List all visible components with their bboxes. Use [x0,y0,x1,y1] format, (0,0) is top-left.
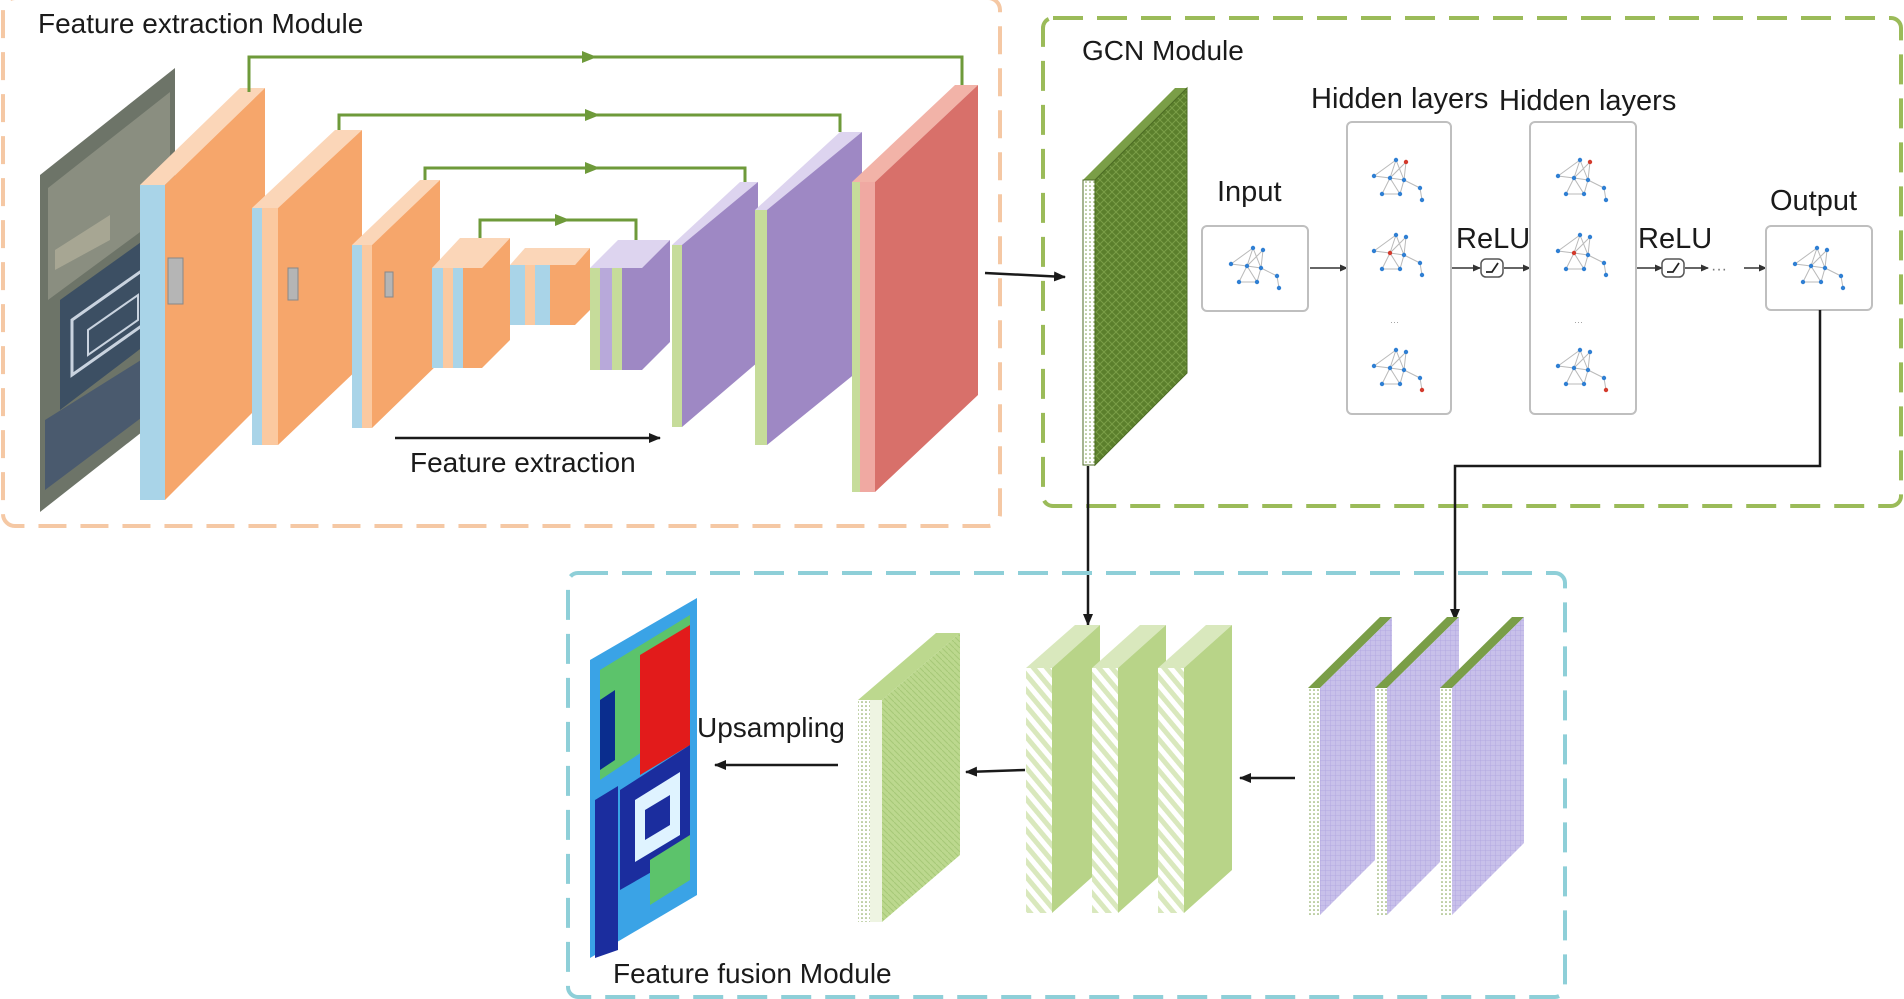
gcn-hidden-label-2: Hidden layers [1499,85,1676,117]
gcn-ellipsis: ··· [1711,261,1727,278]
gcn-feature-stack [1308,617,1524,915]
gcn-output-panel [1765,225,1873,311]
gcn-module: GCN Module Input Hidden layers Hidden la… [1041,16,1903,508]
feature-fusion-title: Feature fusion Module [613,958,892,989]
cnn-feature-stack [1026,625,1232,913]
encoder-block-3 [352,180,440,428]
hidden-ellipsis-1: ··· [1390,317,1399,327]
gcn-feature-map [1082,86,1188,467]
hidden-ellipsis-2: ··· [1574,317,1583,327]
gcn-relu-label-1: ReLU [1456,223,1530,255]
output-to-fusion-arrow [1450,310,1822,621]
feature-extraction-border [1,0,1002,528]
graph-network-icon [1555,347,1609,393]
graph-network-icon [1371,232,1425,278]
upsampling-label: Upsampling [697,712,845,743]
graph-network-icon [1228,245,1282,291]
feature-extraction-label: Feature extraction [410,447,636,478]
gcn-input-panel [1201,225,1309,312]
fused-feature-layer [858,633,960,922]
encoder-block-2 [252,130,362,445]
decoder-block-3 [755,132,862,445]
graph-network-icon [1792,245,1846,291]
relu-activation-icon [1661,258,1685,278]
decoder-block-1 [590,240,670,370]
encoder-block-1 [140,88,265,500]
concat-to-fused-arrow [965,766,1026,777]
feature-extraction-title: Feature extraction Module [38,8,363,39]
feature-extraction-module: Feature extraction Module [1,0,1002,528]
graph-network-icon [1555,157,1609,203]
feature-fusion-border [566,571,1567,999]
encoder-output-block [852,85,978,492]
decoder-block-2 [672,182,758,427]
encoder-block-4 [432,238,510,368]
gcn-module-title: GCN Module [1082,35,1244,66]
feature-fusion-module: Feature fusion Module Upsampling [566,571,1567,999]
graph-network-icon [1555,232,1609,278]
segmentation-output-map [590,598,697,958]
gcn-hidden-label-1: Hidden layers [1311,83,1488,115]
gcn-input-label: Input [1217,176,1282,208]
extraction-to-gcn-arrow [984,271,1066,282]
skip-connections [247,51,964,240]
gcn-output-label: Output [1770,185,1857,217]
bottleneck-block [510,248,590,325]
relu-activation-icon [1480,258,1504,278]
gcn-relu-label-2: ReLU [1638,223,1712,255]
graph-network-icon [1371,157,1425,203]
skip-connection-1 [247,55,964,92]
gcn-module-border [1041,16,1903,508]
graph-network-icon [1371,347,1425,393]
